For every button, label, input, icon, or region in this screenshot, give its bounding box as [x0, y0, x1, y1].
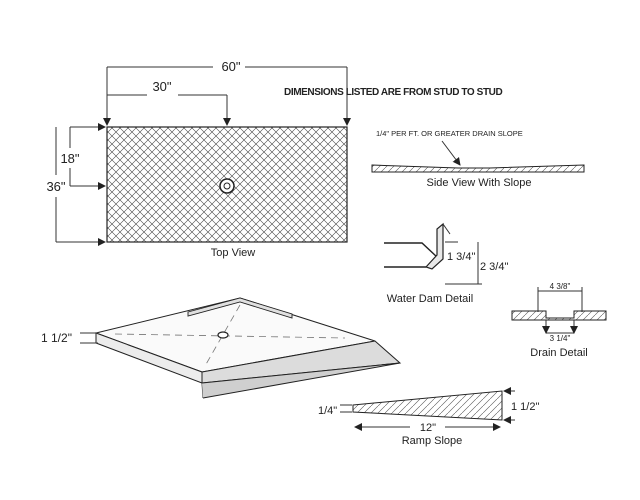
- ramp-high-height: 1 1/2": [511, 401, 539, 413]
- top-view-caption: Top View: [211, 247, 255, 259]
- side-view-pan-profile: [371, 164, 585, 173]
- drain-body: [511, 310, 607, 321]
- dimensions-note: DIMENSIONS LISTED ARE FROM STUD TO STUD: [284, 87, 502, 98]
- dam-outer-height: 2 3/4": [480, 261, 508, 273]
- iso-drain-icon: [217, 331, 229, 339]
- side-view: 1/4" PER FT. OR GREATER DRAIN SLOPE Side…: [371, 129, 585, 189]
- drain-icon: [219, 178, 235, 194]
- depth-label: 36": [46, 179, 65, 194]
- drain-center-label: 30": [152, 79, 171, 94]
- water-dam-detail: 1 3/4" 2 3/4" Water Dam Detail: [384, 222, 508, 305]
- drain-center-dimension: 30": [107, 79, 231, 126]
- drain-offset-label: 18": [60, 151, 79, 166]
- isometric-view: 1 1/2": [41, 297, 402, 399]
- drain-offset-dimension: 18": [60, 123, 106, 190]
- dam-inner-height: 1 3/4": [447, 251, 475, 263]
- depth-dimension: 36": [46, 127, 106, 246]
- drain-bottom-width: 3 1/4": [550, 334, 571, 343]
- drain-detail-caption: Drain Detail: [530, 347, 587, 359]
- ramp-low-height: 1/4": [318, 405, 337, 417]
- drain-detail: 4 3/8" 3 1/4" Drain Detail: [511, 282, 607, 359]
- ramp-length-label: 12": [420, 422, 436, 434]
- water-dam-caption: Water Dam Detail: [387, 293, 473, 305]
- water-dam-profile: [424, 222, 444, 270]
- ramp-slope-caption: Ramp Slope: [402, 435, 463, 447]
- width-label: 60": [221, 59, 240, 74]
- threshold-height-label: 1 1/2": [41, 331, 72, 345]
- ramp-profile: [352, 390, 503, 421]
- side-view-caption: Side View With Slope: [427, 177, 532, 189]
- drain-top-width: 4 3/8": [550, 282, 571, 291]
- top-view: 60" 30" 18" 36" Top View: [46, 59, 351, 259]
- width-dimension: 60": [103, 59, 351, 126]
- ramp-slope-detail: 1/4" 1 1/2" 12" Ramp Slope: [318, 387, 539, 447]
- slope-note: 1/4" PER FT. OR GREATER DRAIN SLOPE: [376, 129, 523, 138]
